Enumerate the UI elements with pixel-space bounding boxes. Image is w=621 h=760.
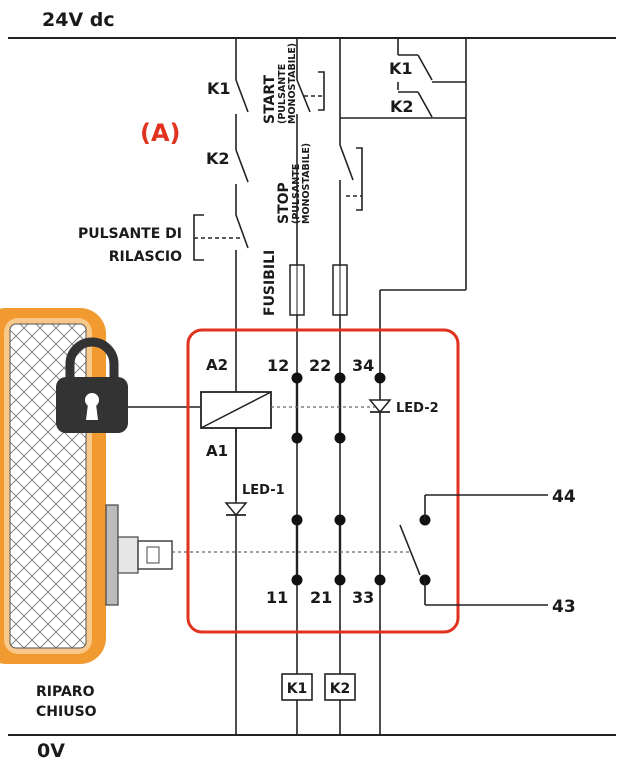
start-branch [295, 38, 325, 735]
terminal-44: 44 [552, 487, 576, 507]
svg-text:K2: K2 [330, 681, 351, 697]
coil-terminal-a1: A1 [206, 442, 228, 460]
relay-k2-box: K2 [324, 673, 356, 701]
contact-terminals [291, 372, 431, 586]
relay-coil [200, 391, 272, 500]
led-2-label: LED-2 [396, 401, 439, 416]
terminal-22: 22 [309, 356, 331, 375]
contact-k1-right-label: K1 [389, 59, 413, 78]
ground-rail-label: 0V [37, 740, 65, 760]
terminal-34: 34 [352, 356, 374, 375]
stop-branch [338, 38, 363, 735]
start-button-labels: START (PULSANTE MONOSTABILE) [262, 43, 298, 124]
release-button-line1: PULSANTE DI [78, 226, 182, 242]
relay-k1-box: K1 [281, 673, 313, 701]
circuit-label-a: (A) [140, 119, 181, 147]
led-1-label: LED-1 [242, 483, 285, 498]
contact-k1-left-label: K1 [207, 79, 231, 98]
svg-text:MONOSTABILE): MONOSTABILE) [287, 43, 298, 124]
terminal-33: 33 [352, 588, 374, 607]
terminal-12: 12 [267, 356, 289, 375]
terminal-21: 21 [310, 588, 332, 607]
guard-status-line2: CHIUSO [36, 704, 97, 720]
svg-text:(PULSANTE: (PULSANTE [277, 64, 288, 124]
guard-status-line1: RIPARO [36, 684, 95, 700]
fuses-label: FUSIBILI [262, 250, 278, 316]
supply-rail-label: 24V dc [42, 9, 115, 31]
safety-relay-device [186, 328, 460, 634]
svg-text:START: START [262, 74, 278, 124]
fuse-2 [332, 264, 348, 316]
terminal-43: 43 [552, 597, 576, 617]
led-1-diode [224, 502, 248, 517]
actuator-tongue [105, 504, 173, 606]
coil-terminal-a2: A2 [206, 356, 228, 374]
terminal-11: 11 [266, 588, 288, 607]
led-2-diode [368, 399, 392, 414]
stop-button-labels: STOP (PULSANTE MONOSTABILE) [276, 143, 312, 224]
contact-k2-left-label: K2 [206, 149, 230, 168]
aux-output-contact [399, 494, 548, 606]
svg-text:(PULSANTE: (PULSANTE [291, 164, 302, 224]
contact-k2-right-label: K2 [390, 97, 414, 116]
svg-text:STOP: STOP [276, 182, 292, 224]
svg-text:MONOSTABILE): MONOSTABILE) [301, 143, 312, 224]
fuse-1 [289, 264, 305, 316]
left-branch [193, 38, 249, 735]
safety-guard [0, 308, 106, 664]
svg-text:K1: K1 [287, 681, 308, 697]
padlock-icon [56, 337, 128, 433]
feedback-branch [340, 38, 467, 735]
release-button-line2: RILASCIO [109, 249, 182, 265]
